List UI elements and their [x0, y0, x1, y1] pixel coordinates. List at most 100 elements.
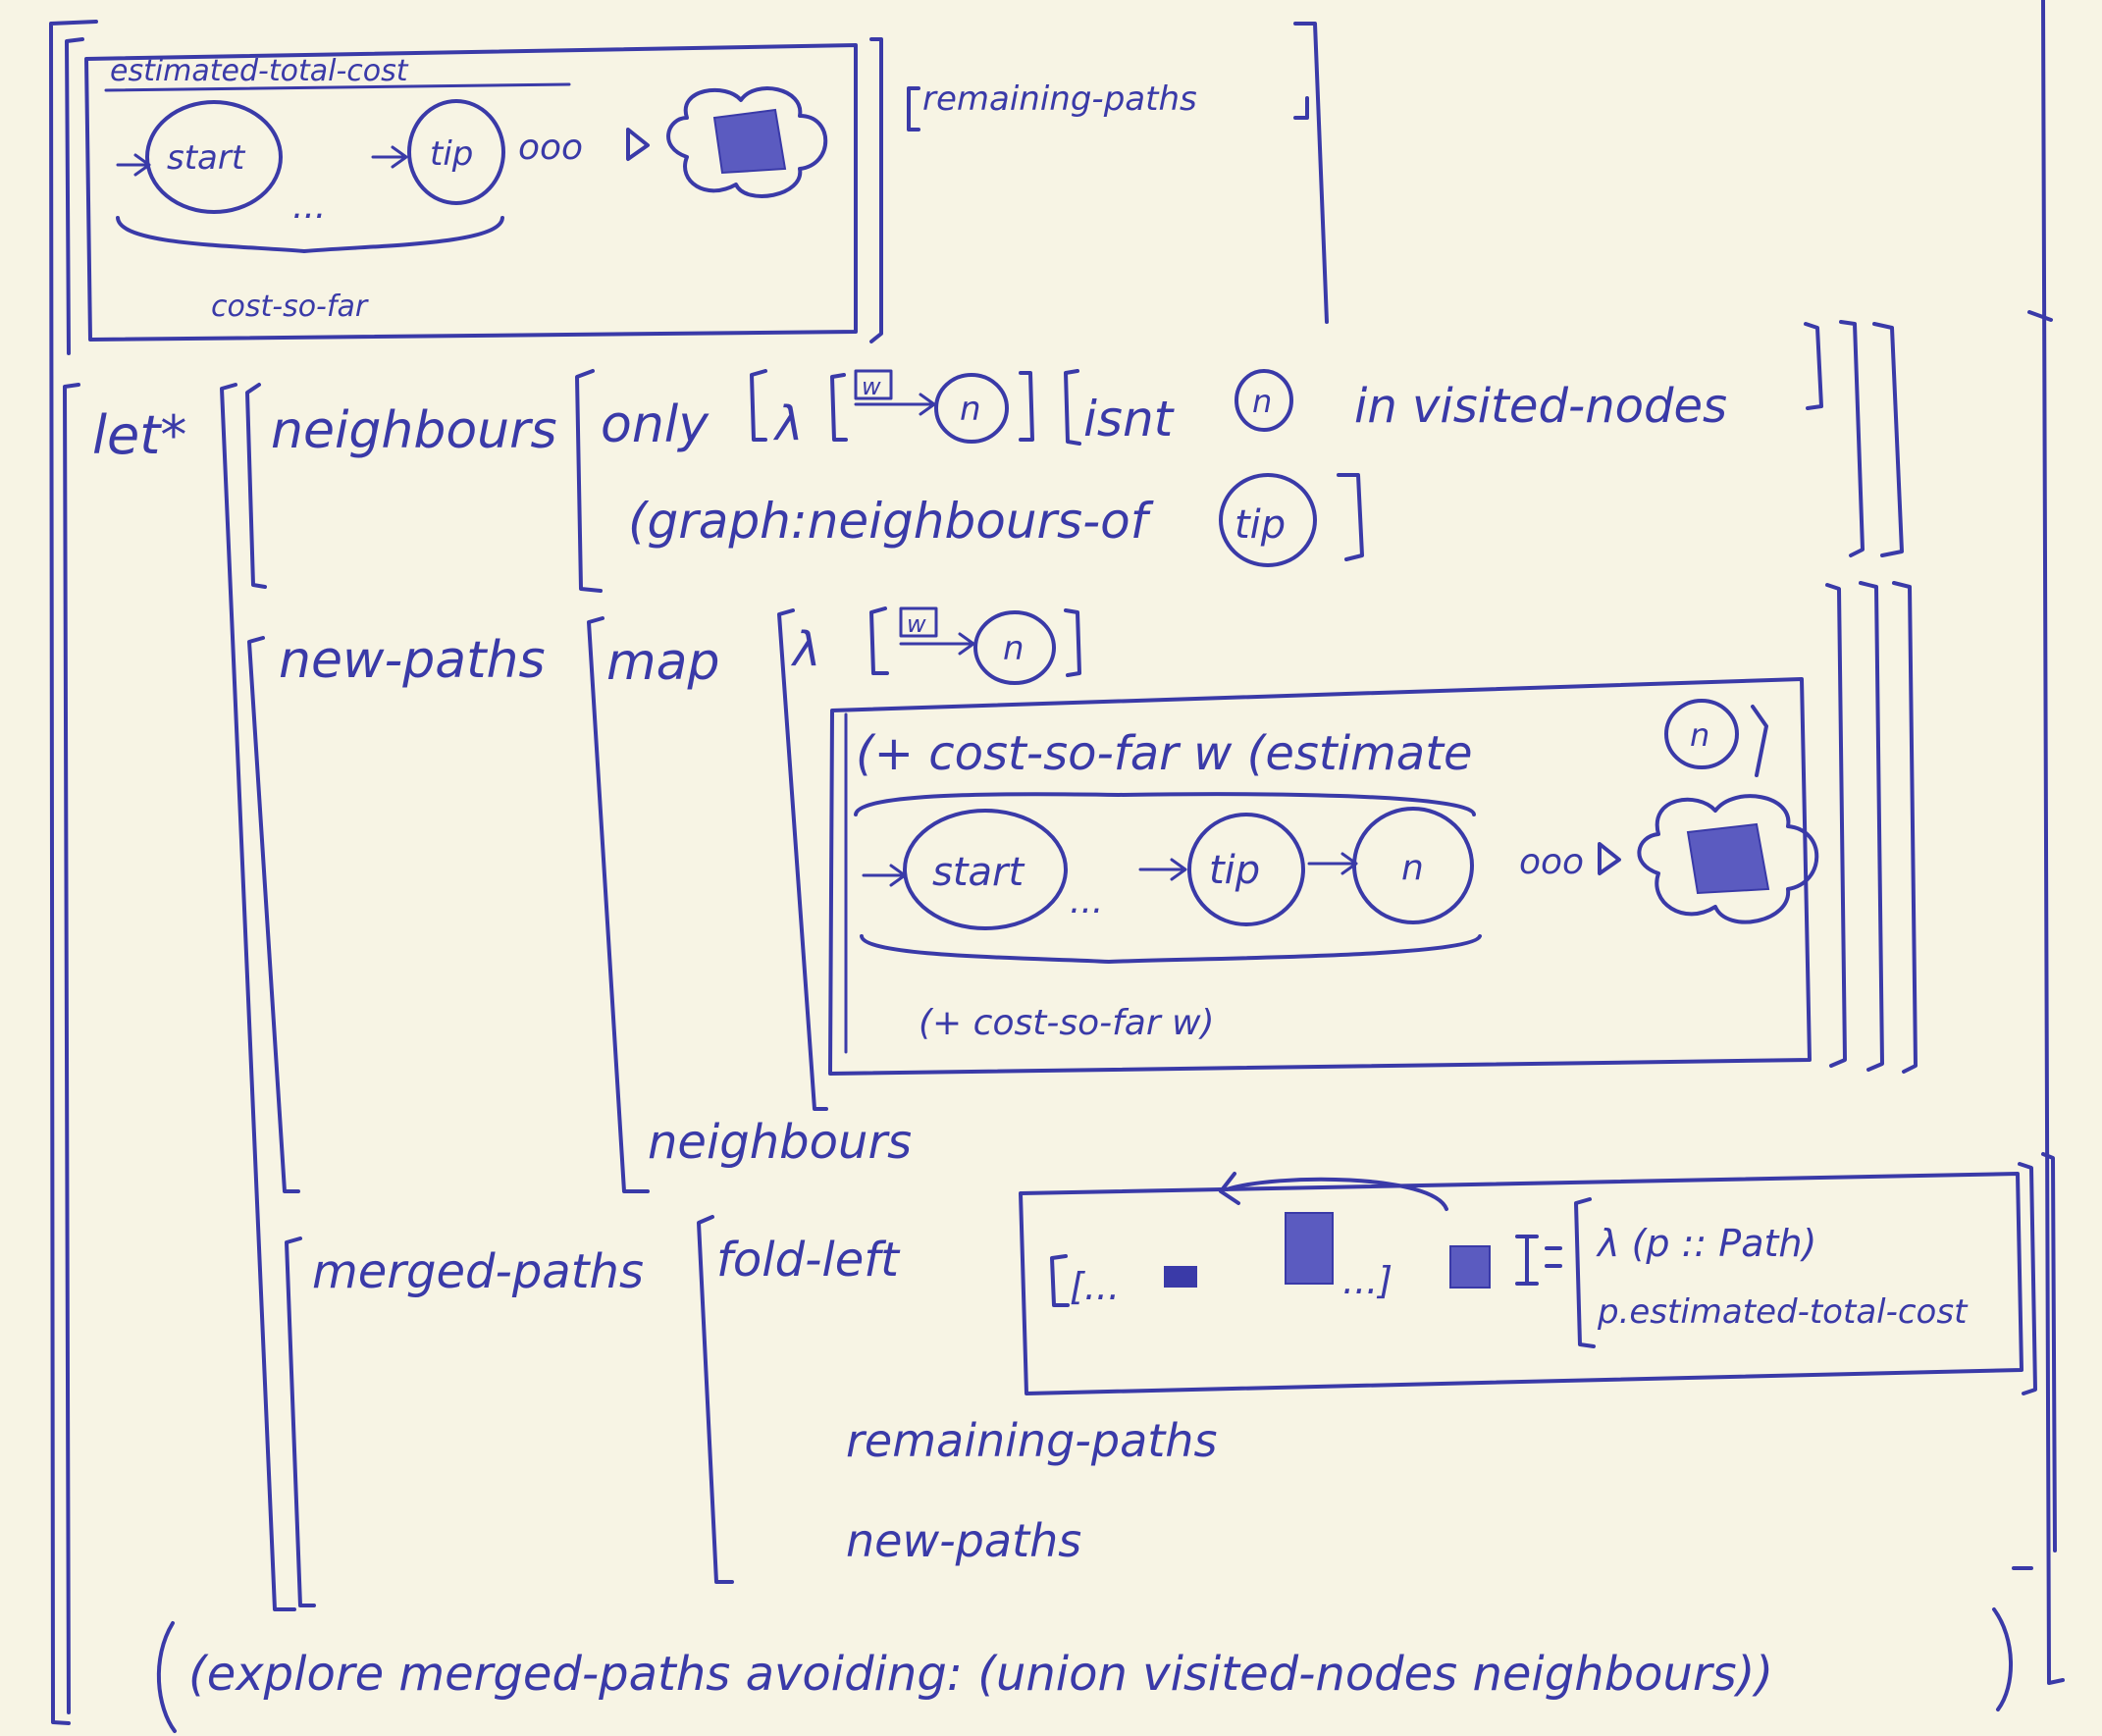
lambda-body-box — [828, 677, 1812, 1076]
plus-cost-estimate: (+ cost-so-far w (estimate — [856, 726, 1473, 781]
goal-cloud-hatch-2 — [1686, 822, 1770, 895]
in-visited-nodes: in visited-nodes — [1354, 379, 1727, 434]
lambda-bracket-1 — [750, 369, 767, 442]
n-label-2: n — [1252, 383, 1272, 420]
estimated-total-cost-underline — [104, 82, 571, 92]
neighbours-bracket — [245, 383, 267, 589]
arrow-into-tip-3 — [1138, 858, 1187, 881]
cost-so-far-brace — [116, 216, 504, 253]
neighbours-close-brackets — [1804, 320, 1904, 557]
w-box-2 — [899, 606, 938, 638]
neighbours-binding-name: neighbours — [271, 401, 557, 460]
lambda-bracket-2 — [777, 608, 828, 1111]
let-bindings-bracket — [220, 383, 296, 1611]
arrow-into-tip — [371, 145, 408, 169]
n-node-1 — [934, 373, 1009, 444]
fold-left-keyword: fold-left — [716, 1233, 901, 1288]
n-label-1: n — [960, 390, 981, 429]
graph-call-close — [1337, 473, 1364, 561]
remaining-paths-label: remaining-paths — [922, 79, 1197, 119]
n-node-4 — [1664, 699, 1739, 769]
let-left-bracket — [63, 383, 80, 1714]
lambda-symbol-2: λ — [790, 622, 820, 677]
small-path-block — [1164, 1266, 1197, 1288]
plus-expr-close — [1751, 705, 1768, 777]
inner-dots-arrow — [1598, 842, 1621, 875]
fold-lambda-inner-bracket — [1574, 1197, 1596, 1348]
start-node-2-label: start — [932, 850, 1025, 895]
fold-list-right: ...] — [1342, 1259, 1393, 1302]
explore-call: (explore merged-paths avoiding: (union v… — [188, 1647, 1773, 1702]
accumulator-block — [1449, 1245, 1491, 1289]
fold-close-brackets — [2012, 1152, 2057, 1570]
lambda-p-path: λ (p :: Path) — [1596, 1222, 1816, 1265]
w-box-1 — [854, 369, 893, 400]
fold-lambda-box — [1019, 1172, 2023, 1395]
n-label-3: n — [1003, 629, 1025, 668]
inner-path-brace-top — [854, 792, 1476, 816]
outer-right-tick — [2027, 310, 2053, 322]
tip-node-3-label: tip — [1209, 848, 1260, 893]
n-label-4: n — [1690, 716, 1709, 754]
n-node-5 — [1352, 807, 1474, 924]
tip-node — [407, 99, 505, 205]
lambda-symbol-1: λ — [772, 396, 803, 451]
inner-path-brace-bottom — [860, 934, 1482, 964]
tip-node-label: tip — [430, 134, 473, 174]
w-label-2: w — [907, 610, 926, 638]
tip-label-2: tip — [1235, 502, 1286, 548]
map-bracket — [587, 616, 650, 1193]
fold-list-bracket-left — [1050, 1254, 1070, 1307]
start-node-label: start — [167, 138, 246, 178]
inner-dots: ooo — [1519, 842, 1584, 882]
n-node-2 — [1235, 369, 1293, 432]
goal-cloud-hatch — [712, 108, 787, 175]
lambda-params-bracket-2 — [869, 606, 1081, 677]
isnt-bracket — [1064, 369, 1081, 446]
header-dots-arrow — [626, 128, 650, 161]
isnt-keyword: isnt — [1083, 391, 1176, 447]
header-dots: ooo — [518, 128, 583, 168]
explore-open-paren — [156, 1621, 177, 1733]
remaining-paths-bracket-right — [1293, 22, 1329, 324]
graph-neighbours-call: (graph:neighbours-of — [628, 493, 1154, 550]
w-to-n-arrow-1 — [854, 393, 936, 416]
n-node-3 — [973, 610, 1056, 685]
outer-right-line — [2041, 0, 2065, 1685]
cost-so-far-label: cost-so-far — [211, 289, 369, 324]
estimated-total-cost-label: estimated-total-cost — [110, 54, 409, 88]
tip-node-3 — [1187, 813, 1305, 926]
insert-arrow — [1219, 1172, 1448, 1211]
inner-ellipsis: ... — [1070, 881, 1103, 921]
tip-node-2 — [1219, 473, 1317, 567]
p-estimated-total-cost: p.estimated-total-cost — [1597, 1292, 1969, 1332]
outer-left-bracket — [49, 20, 98, 1725]
new-paths-close-brackets — [1825, 581, 1918, 1074]
goal-cloud-icon-2 — [1637, 794, 1819, 924]
start-node-2 — [903, 809, 1068, 930]
map-keyword: map — [606, 633, 720, 692]
lambda-params-bracket-1 — [830, 371, 1034, 442]
neighbours-argument: neighbours — [648, 1115, 912, 1170]
fold-arg-new-paths: new-paths — [846, 1514, 1081, 1567]
arrow-into-start-2 — [862, 864, 907, 887]
explore-close-paren — [1992, 1607, 2014, 1711]
w-label-1: w — [862, 373, 881, 400]
header-ellipsis: ... — [292, 186, 326, 227]
compare-marks — [1515, 1235, 1562, 1286]
plus-cost-so-far-w: (+ cost-so-far w) — [919, 1003, 1215, 1043]
goal-cloud-icon — [666, 86, 828, 198]
header-box-right-bracket — [869, 37, 883, 343]
merged-paths-bracket — [285, 1236, 316, 1607]
arrow-into-n-5 — [1307, 852, 1358, 875]
let-keyword: let* — [92, 404, 186, 466]
fold-list-left: [... — [1070, 1265, 1120, 1308]
merged-paths-binding-name: merged-paths — [312, 1244, 644, 1299]
n-label-5: n — [1401, 848, 1424, 888]
new-paths-binding-name: new-paths — [279, 631, 546, 690]
fold-left-bracket — [697, 1215, 734, 1584]
header-box — [84, 43, 858, 342]
fold-arg-remaining-paths: remaining-paths — [846, 1414, 1217, 1467]
new-paths-bracket — [247, 636, 300, 1193]
